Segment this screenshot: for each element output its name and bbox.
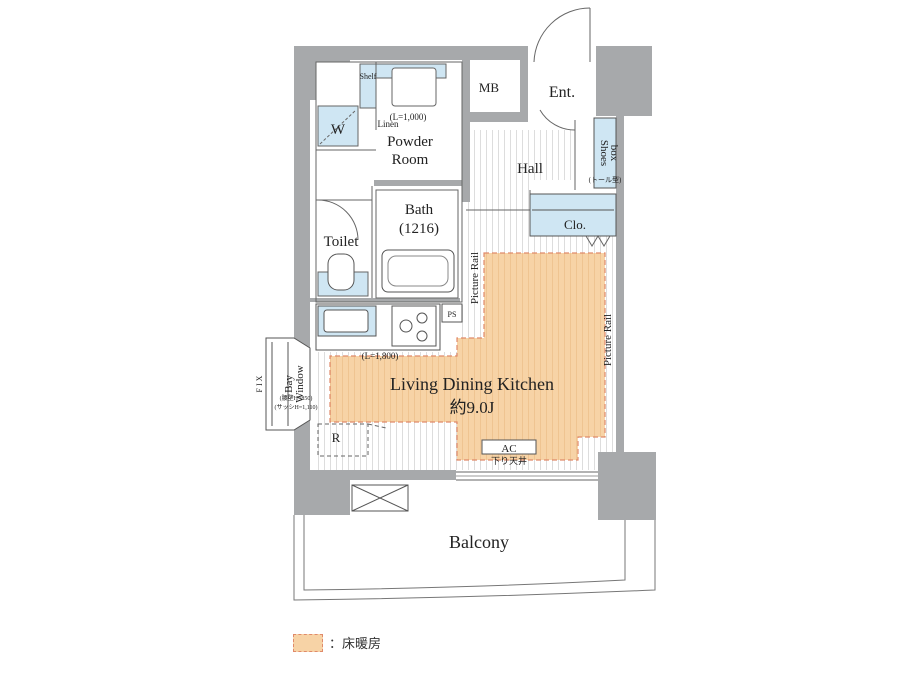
entrance-door (533, 7, 591, 138)
mb-label: MB (479, 80, 500, 95)
picture-rail-left-label: Picture Rail (469, 252, 481, 304)
bay-window-label-2: Window (294, 365, 306, 402)
closet (529, 193, 617, 237)
ldk-label: Living Dining Kitchen (390, 374, 554, 394)
balcony (293, 484, 656, 601)
hall-label: Hall (517, 161, 543, 177)
bath-label-1: Bath (405, 202, 434, 218)
ac-label: AC (501, 443, 516, 455)
washer-label: W (331, 122, 346, 138)
floor-heating-legend: ：床暖房 (293, 633, 381, 652)
pipe-space (441, 303, 463, 323)
shoes-box-label-1: Shoes (598, 140, 610, 166)
refrigerator-space (317, 423, 387, 457)
fix-label: F I X (255, 375, 264, 392)
entrance-label: Ent. (549, 84, 575, 101)
shoes-box-label-2: box (608, 145, 620, 162)
dropped-ceiling-label: 下り天井 (491, 455, 527, 466)
shoes-box (593, 117, 617, 189)
floor-heating-legend-label: ：床暖房 (329, 637, 382, 652)
bay-window-label-1: Bay (283, 375, 295, 393)
ps-label: PS (448, 310, 457, 319)
floor-heating-swatch (293, 633, 323, 652)
shoes-box-note: (トール型) (589, 175, 622, 184)
balcony-label: Balcony (449, 532, 509, 552)
kitchen-dimension: (L=1,800) (362, 351, 399, 361)
toilet-label: Toilet (324, 234, 360, 250)
linen-dimension: (L=1,000) (390, 112, 427, 122)
linen-label: Linen (378, 119, 399, 129)
closet-door-marks (585, 235, 611, 247)
ac-unit (481, 439, 537, 455)
vanity-sink (391, 67, 437, 107)
bay-window-note-2: (サッシH=1,110) (275, 404, 318, 411)
ldk-size-label: 約9.0J (450, 398, 495, 417)
linen-shelf (359, 63, 377, 109)
toilet-bowl (327, 253, 355, 291)
shelf-label: Shelf (360, 72, 377, 81)
bathtub (381, 249, 455, 293)
powder-room-label-2: Room (392, 152, 429, 168)
bay-window (265, 337, 311, 431)
closet-label: Clo. (564, 217, 586, 232)
refrigerator-label: R (332, 430, 341, 445)
floor-heating-area (329, 252, 606, 461)
powder-room-label-1: Powder (387, 134, 433, 150)
cooktop (391, 305, 437, 347)
bath-label-2: (1216) (399, 221, 439, 237)
bay-window-note-1: (腰壁H=850) (280, 394, 313, 402)
picture-rail-right-label: Picture Rail (602, 314, 614, 366)
